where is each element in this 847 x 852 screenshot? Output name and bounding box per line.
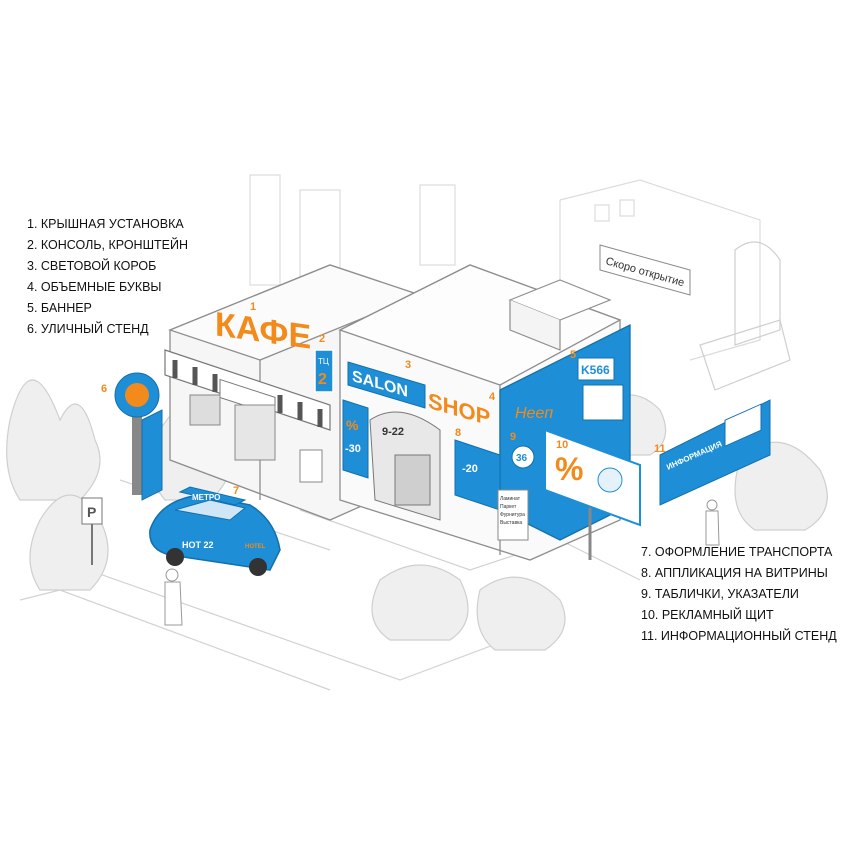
list-item-4: Выставка [500,520,522,526]
window-minus30: -30 [345,443,361,455]
marker-10: 10 [556,439,568,451]
window-applique-right: -20 [454,439,529,541]
legend-item: 9. ТАБЛИЧКИ, УКАЗАТЕЛИ [641,587,799,601]
svg-text:2: 2 [318,371,327,388]
shop-building [338,264,631,561]
branded-car: МЕТРО HOT 22 HOTEL [149,486,281,576]
legend-item: 6. УЛИЧНЫЙ СТЕНД [27,322,149,336]
marker-11: 11 [654,443,666,455]
legend-item: 1. КРЫШНАЯ УСТАНОВКА [27,217,184,231]
list-item-1: Ламинат [500,496,521,502]
number-markers: 1 2 3 4 5 6 7 8 9 10 11 [101,301,666,497]
marker-9: 9 [510,431,516,443]
legend-item: 11. ИНФОРМАЦИОННЫЙ СТЕНД [641,629,837,643]
banner-code: K566 [581,363,610,377]
list-item-3: Фурнитура [500,512,525,518]
marker-2: 2 [319,333,325,345]
car-roof-text: МЕТРО [192,493,220,502]
billboard: % [544,428,641,560]
marker-7: 7 [233,485,239,497]
price-tag: 36 [516,453,528,464]
marker-6: 6 [101,383,107,395]
svg-text:ТЦ: ТЦ [318,357,329,366]
legend-right: 7. ОФОРМЛЕНИЕ ТРАНСПОРТА 8. АППЛИКАЦИЯ Н… [641,542,837,647]
svg-text:P: P [87,504,96,520]
marker-3: 3 [405,359,411,371]
banner-script: Нееп [515,405,553,422]
car-side-text: HOT 22 [182,540,214,550]
legend-left: 1. КРЫШНАЯ УСТАНОВКА 2. КОНСОЛЬ, КРОНШТЕ… [27,214,188,340]
legend-item: 3. СВЕТОВОЙ КОРОБ [27,259,157,273]
marker-1: 1 [250,301,256,313]
signs-plates: 36 Ламинат Паркет Фурнитура Выставка [500,445,535,526]
window-applique-left: % -30 [342,399,369,479]
legend-item: 8. АППЛИКАЦИЯ НА ВИТРИНЫ [641,566,828,580]
wall-banner: K566 Нееп [515,357,624,422]
legend-item: 4. ОБЪЕМНЫЕ БУКВЫ [27,280,162,294]
list-item-2: Паркет [500,504,517,510]
parking-sign: P [81,497,103,565]
legend-item: 7. ОФОРМЛЕНИЕ ТРАНСПОРТА [641,545,833,559]
legend-item: 10. РЕКЛАМНЫЙ ЩИТ [641,608,774,622]
window-percent: % [346,417,359,433]
window-minus20: -20 [462,463,478,475]
marker-8: 8 [455,427,461,439]
marker-5: 5 [570,349,576,361]
console-sign: ТЦ 2 [314,349,334,393]
coming-soon-sign: Скоро открытие [599,244,691,296]
hours-plate: 9-22 [382,426,404,438]
people [164,499,720,626]
street-stand [114,372,163,501]
billboard-percent: % [555,451,583,487]
marker-4: 4 [489,391,496,403]
legend-item: 2. КОНСОЛЬ, КРОНШТЕЙН [27,238,189,252]
legend-item: 5. БАННЕР [27,301,92,315]
car-door-text: HOTEL [245,544,266,550]
